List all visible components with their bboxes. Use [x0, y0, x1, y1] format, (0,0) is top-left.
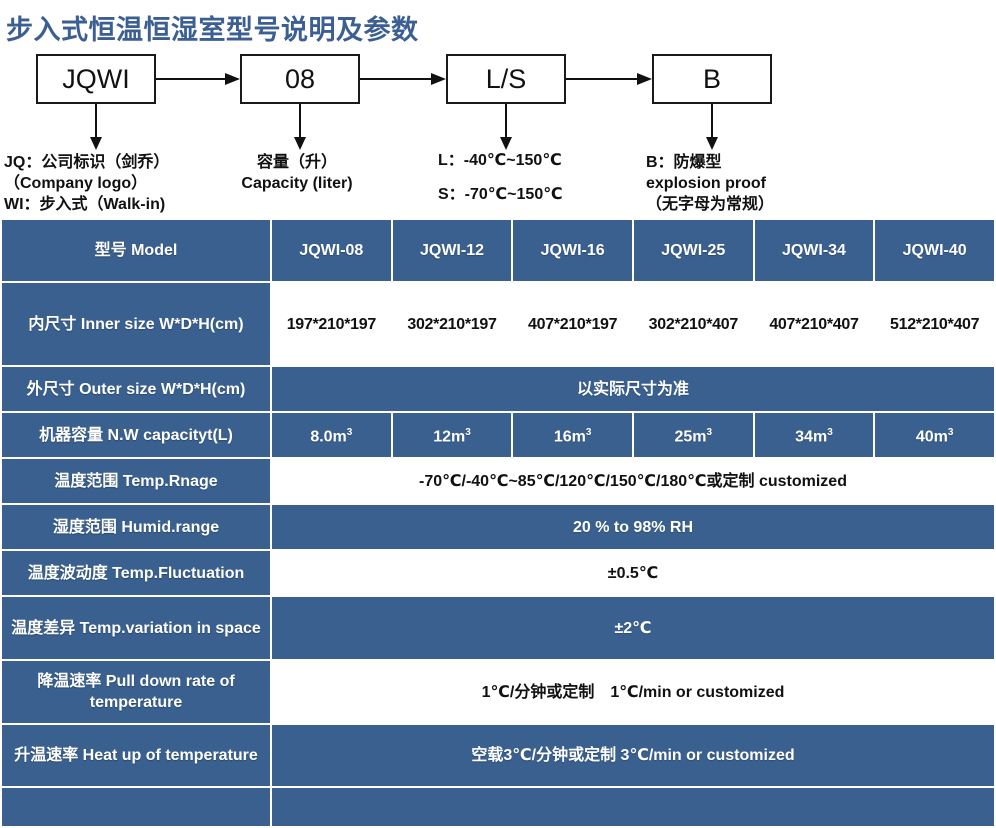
diagram-box-temp-class: L/S: [446, 54, 566, 104]
row-label-capacity: 机器容量 N.W capacityt(L): [0, 411, 272, 459]
diagram-box-label: B: [702, 63, 721, 94]
cell-inner-size-5: 512*210*407: [873, 281, 996, 367]
header-model-1: JQWI-12: [390, 218, 514, 283]
cell-humidity-range-span: 20 % to 98% RH: [270, 503, 996, 551]
diagram-box-jqwi: JQWI: [36, 54, 156, 104]
cell-capacity-4: 34m3: [752, 411, 876, 459]
diagram-caption-explosion-proof: B：防爆型 explosion proof （无字母为常规）: [646, 154, 775, 213]
cell-capacity-3: 25m3: [631, 411, 755, 459]
cell-capacity-value: 25m: [674, 428, 707, 446]
row-label-pull-down-rate: 降温速率 Pull down rate of temperature: [0, 659, 272, 725]
page-title: 步入式恒温恒湿室型号说明及参数: [6, 15, 419, 45]
cell-outer-size-span: 以实际尺寸为准: [270, 365, 996, 413]
table-row: 温度范围 Temp.Rnage -70℃/-40℃~85℃/120℃/150℃/…: [0, 457, 996, 505]
cell-capacity-value: 16m: [553, 428, 586, 446]
cell-capacity-unit-exponent: 3: [706, 427, 713, 439]
row-label-humidity-range: 湿度范围 Humid.range: [0, 503, 272, 551]
arrow-right-icon: [566, 73, 652, 85]
diagram-caption-capacity: 容量（升） Capacity (liter): [241, 154, 353, 192]
arrow-down-icon: [706, 104, 718, 150]
header-model-3: JQWI-25: [631, 218, 755, 283]
cell-capacity-unit-exponent: 3: [346, 427, 353, 439]
cell-capacity-5: 40m3: [873, 411, 996, 459]
model-code-diagram: JQWI 08 L/S B JQ：公司标识（剑乔） （Company logo）…: [0, 48, 996, 218]
cell-capacity-value: 12m: [433, 428, 466, 446]
table-row: 温度差异 Temp.variation in space ±2℃: [0, 595, 996, 661]
cell-temp-range-span: -70℃/-40℃~85℃/120℃/150℃/180℃或定制 customiz…: [270, 457, 996, 505]
cell-capacity-value: 34m: [795, 428, 828, 446]
header-model-5: JQWI-40: [873, 218, 996, 283]
cell-pull-down-rate-span: 1℃/分钟或定制 1℃/min or customized: [270, 659, 996, 725]
table-row: 湿度范围 Humid.range 20 % to 98% RH: [0, 503, 996, 551]
row-label-clipped: [0, 786, 272, 828]
cell-temp-variation-span: ±2℃: [270, 595, 996, 661]
cell-inner-size-3: 302*210*407: [631, 281, 755, 367]
arrow-down-icon: [500, 104, 512, 150]
header-label-model: 型号 Model: [0, 218, 272, 283]
cell-inner-size-0: 197*210*197: [270, 281, 393, 367]
table-row: 温度波动度 Temp.Fluctuation ±0.5℃: [0, 549, 996, 597]
cell-capacity-unit-exponent: 3: [465, 427, 471, 439]
cell-capacity-unit-exponent: 3: [827, 427, 833, 439]
table-row: 内尺寸 Inner size W*D*H(cm) 197*210*197 302…: [0, 281, 996, 367]
cell-capacity-1: 12m3: [390, 411, 514, 459]
row-label-heat-up-rate: 升温速率 Heat up of temperature: [0, 723, 272, 788]
cell-capacity-value: 8.0m: [310, 428, 347, 446]
row-label-inner-size: 内尺寸 Inner size W*D*H(cm): [0, 281, 272, 367]
cell-capacity-0: 8.0m3: [270, 411, 393, 459]
arrow-right-icon: [156, 73, 240, 85]
cell-capacity-unit-exponent: 3: [585, 427, 592, 439]
diagram-box-label: JQWI: [62, 63, 130, 94]
table-row: 机器容量 N.W capacityt(L) 8.0m3 12m3 16m3 25…: [0, 411, 996, 459]
cell-clipped-span: [270, 786, 996, 828]
cell-heat-up-rate-span: 空载3℃/分钟或定制 3℃/min or customized: [270, 723, 996, 788]
arrow-down-icon: [90, 104, 102, 150]
cell-inner-size-4: 407*210*407: [752, 281, 876, 367]
row-label-temp-fluctuation: 温度波动度 Temp.Fluctuation: [0, 549, 272, 597]
header-model-0: JQWI-08: [270, 218, 393, 283]
cell-capacity-value: 40m: [915, 428, 948, 446]
cell-capacity-unit-exponent: 3: [947, 427, 954, 439]
cell-inner-size-2: 407*210*197: [511, 281, 634, 367]
table-header-row: 型号 Model JQWI-08 JQWI-12 JQWI-16 JQWI-25…: [0, 218, 996, 283]
row-label-temp-variation: 温度差异 Temp.variation in space: [0, 595, 272, 661]
diagram-caption-temp-class: L：-40℃~150℃ S：-70℃~150℃: [438, 152, 563, 203]
diagram-caption-jqwi: JQ：公司标识（剑乔） （Company logo） WI：步入式（Walk-i…: [4, 154, 170, 213]
cell-capacity-2: 16m3: [511, 411, 634, 459]
table-body: 型号 Model JQWI-08 JQWI-12 JQWI-16 JQWI-25…: [0, 218, 996, 828]
arrow-down-icon: [294, 104, 306, 150]
header-model-2: JQWI-16: [511, 218, 634, 283]
diagram-box-capacity: 08: [240, 54, 360, 104]
cell-temp-fluctuation-span: ±0.5℃: [270, 549, 996, 597]
row-label-outer-size: 外尺寸 Outer size W*D*H(cm): [0, 365, 272, 413]
header-model-4: JQWI-34: [752, 218, 876, 283]
row-label-temp-range: 温度范围 Temp.Rnage: [0, 457, 272, 505]
table-row-clipped: [0, 786, 996, 828]
table-row: 降温速率 Pull down rate of temperature 1℃/分钟…: [0, 659, 996, 725]
table-row: 外尺寸 Outer size W*D*H(cm) 以实际尺寸为准: [0, 365, 996, 413]
diagram-box-explosion-proof: B: [652, 54, 772, 104]
diagram-box-label: L/S: [485, 63, 527, 94]
arrow-right-icon: [360, 73, 446, 85]
specification-table: 型号 Model JQWI-08 JQWI-12 JQWI-16 JQWI-25…: [0, 218, 996, 828]
cell-inner-size-1: 302*210*197: [390, 281, 514, 367]
table-row: 升温速率 Heat up of temperature 空载3℃/分钟或定制 3…: [0, 723, 996, 788]
diagram-box-label: 08: [284, 63, 316, 94]
